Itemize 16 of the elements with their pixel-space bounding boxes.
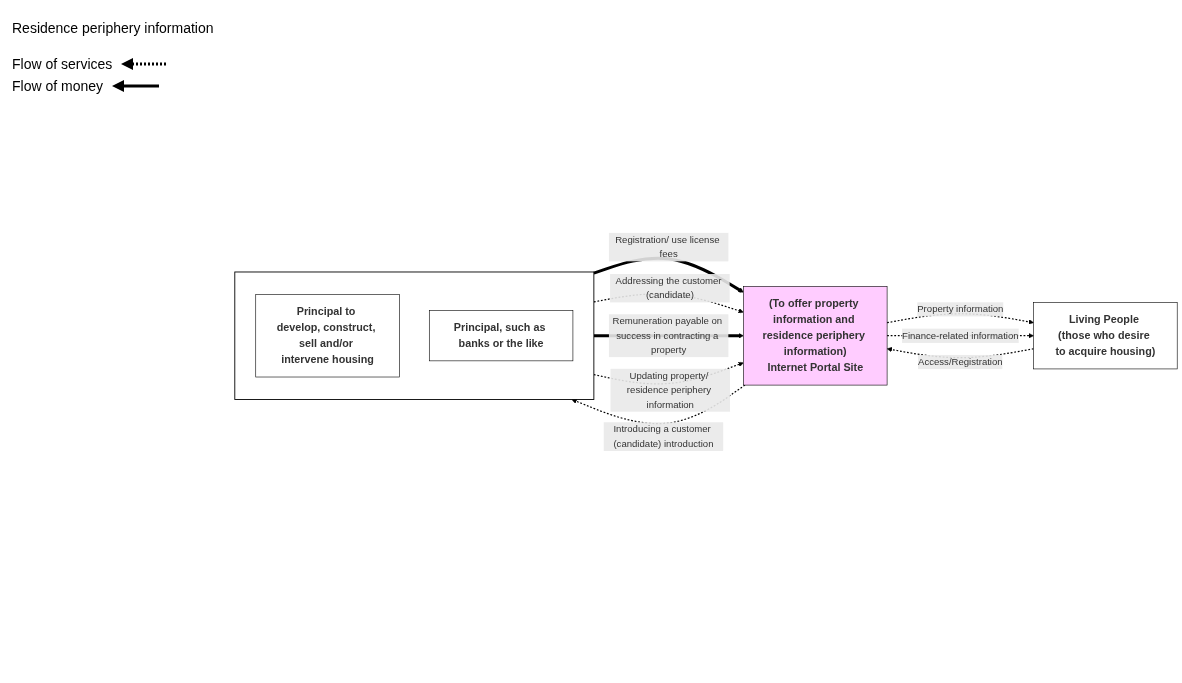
node-box: Principal, such as banks or the like	[429, 309, 574, 361]
node-box: Living People (those who desire to acquire housing)	[1033, 301, 1178, 369]
legend-text: Flow of services	[12, 56, 113, 72]
legend-text: Flow of money	[12, 78, 104, 94]
edge-label: Remuneration payable on success in contracting a property	[612, 315, 723, 355]
edge-label: Addressing the customer (candidate)	[615, 275, 722, 300]
edge-label: Finance-related information	[902, 329, 1019, 341]
edge-label: Registration/ use license fees	[615, 234, 720, 259]
edge-label: Property information	[917, 303, 1004, 314]
edge-label: Access/Registration	[918, 356, 1003, 367]
node-box: Principal to develop, construct, sell and/or intervene housing	[255, 293, 400, 377]
note-text: Residence periphery information	[12, 20, 215, 36]
node-box: (To offer property information and residence periphery information) Internet Portal Site	[743, 285, 888, 386]
edge-label: Updating property/ residence periphery information	[626, 370, 711, 409]
cluster	[234, 271, 595, 400]
edge-label: Introducing a customer (candidate) introduction	[613, 423, 714, 449]
